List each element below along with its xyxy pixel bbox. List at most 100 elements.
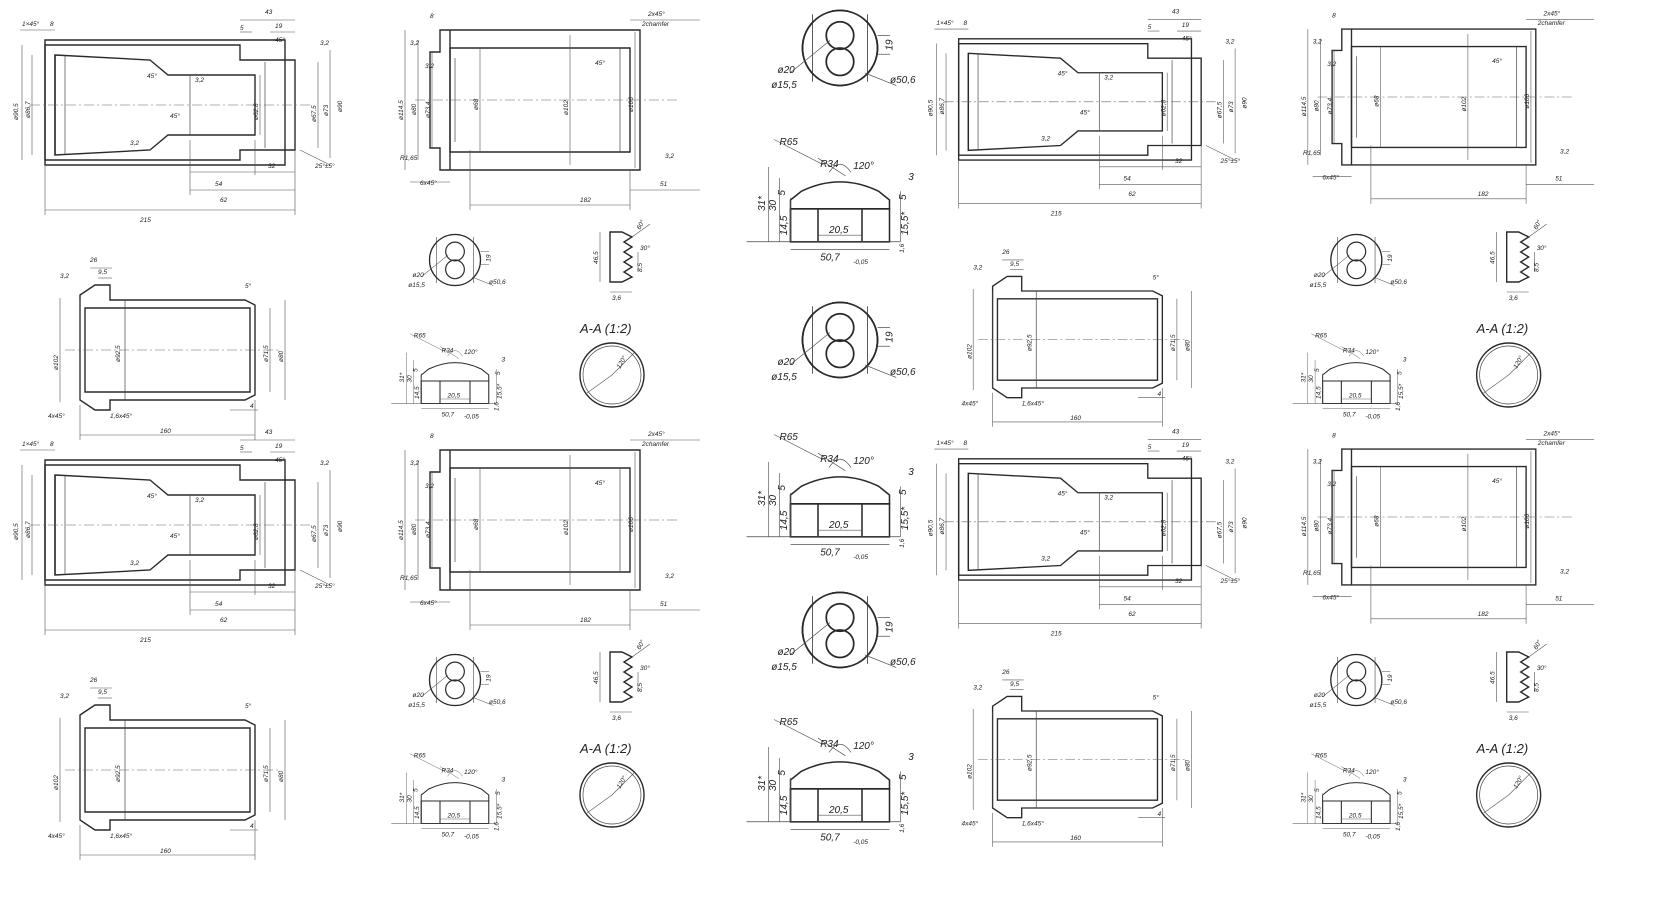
label-phi67_5: ø67,5	[311, 105, 318, 122]
roller-small-0	[390, 333, 497, 410]
label-d5: 5	[898, 194, 909, 200]
label-phi68: ø68	[1374, 515, 1381, 527]
label-phi92_5: ø92,5	[1026, 334, 1033, 351]
label-d30: 30	[768, 779, 779, 791]
label-d3_6: 3,6	[612, 715, 621, 722]
label-a60: 60°	[635, 638, 647, 651]
label-d20_5: 20,5	[1348, 813, 1362, 820]
label-a45: 45°	[147, 492, 157, 500]
label-phi90_5: ø90,5	[927, 99, 934, 116]
label-a120: 120°	[464, 768, 478, 776]
label-phi50_6: ø50,6	[489, 279, 506, 286]
label-phi86_7: ø86,7	[939, 97, 946, 114]
label-d26: 26	[1001, 669, 1010, 676]
label-phi62_8: ø62,8	[1160, 99, 1167, 116]
label-a60: 60°	[1532, 218, 1544, 231]
label-a30: 30°	[1537, 664, 1547, 672]
label-r65: R65	[780, 432, 799, 443]
label-d5: 5	[495, 371, 502, 375]
label-a45: 45°	[595, 479, 605, 487]
label-d62: 62	[220, 197, 228, 204]
section-title: A-A (1:2)	[579, 321, 632, 336]
label-chamfer_16: 1,6x45°	[110, 412, 133, 420]
label-r32: 3,2	[195, 77, 204, 84]
label-r32: 3,2	[1104, 75, 1113, 82]
label-d50_7: 50,7	[820, 548, 840, 559]
label-chamfer2: 2chamfer	[1537, 20, 1566, 27]
label-d62: 62	[1128, 191, 1136, 198]
label-r32: 3,2	[1560, 148, 1569, 155]
label-d31: 31*	[1300, 372, 1307, 382]
label-r1_6: 1,6	[494, 402, 501, 411]
label-d19: 19	[275, 23, 283, 30]
label-d31: 31*	[757, 195, 768, 211]
center-circle-1	[789, 301, 898, 379]
label-d19: 19	[486, 674, 493, 682]
label-chamfer_1x45: 1×45°	[936, 439, 954, 447]
label-chamfer_2x45: 2x45°	[647, 430, 665, 438]
label-phi71_5: ø71,5	[263, 345, 270, 362]
label-r1_65: R1,65	[400, 155, 418, 162]
label-d19: 19	[1182, 22, 1190, 29]
label-r32: 3,2	[1560, 568, 1569, 575]
label-tol50: -0,05	[853, 259, 868, 266]
label-d5: 5	[898, 489, 909, 495]
label-r32: 3,2	[130, 140, 139, 147]
label-d3_6: 3,6	[1509, 715, 1518, 722]
label-d15_5: 15,5*	[497, 383, 504, 399]
label-phi67_5: ø67,5	[1217, 521, 1224, 538]
label-d30: 30	[407, 375, 414, 383]
label-d3: 3	[1403, 777, 1407, 784]
thread-0	[599, 223, 651, 293]
label-d50_7: 50,7	[820, 833, 840, 844]
label-d160: 160	[160, 428, 171, 435]
label-d26: 26	[1001, 249, 1010, 256]
label-d32: 32	[268, 163, 276, 170]
flanged-tube-3	[1307, 438, 1595, 625]
center-roller-2	[745, 718, 902, 831]
label-d30: 30	[1308, 375, 1315, 383]
label-r1_65: R1,65	[400, 575, 418, 582]
label-r32: 3,2	[130, 560, 139, 567]
label-d20_5: 20,5	[828, 225, 849, 236]
label-r1_65: R1,65	[1303, 150, 1321, 157]
label-phi73_4: ø73,4	[425, 521, 432, 538]
label-phi71_5: ø71,5	[1170, 334, 1177, 351]
label-d9_5: 9,5	[1010, 261, 1019, 268]
label-phi71_5: ø71,5	[1170, 754, 1177, 771]
label-a30: 30°	[640, 244, 650, 252]
label-a120: 120°	[615, 354, 629, 370]
label-r32: 3,2	[410, 40, 419, 47]
label-a120: 120°	[853, 161, 874, 172]
section-title: A-A (1:2)	[1476, 741, 1529, 756]
label-phi50_6: ø50,6	[890, 75, 916, 86]
label-a45: 45°	[1058, 490, 1068, 498]
label-phi90_5: ø90,5	[927, 519, 934, 536]
label-r34: R34	[442, 348, 454, 355]
label-a30: 30°	[1537, 244, 1547, 252]
label-phi20: ø20	[413, 692, 425, 699]
label-d8_5: 8,5	[637, 683, 644, 692]
label-d5: 5	[240, 25, 244, 32]
label-d54: 54	[215, 601, 223, 608]
label-d14_5: 14,5	[779, 215, 790, 235]
label-d50_7: 50,7	[1343, 411, 1356, 418]
label-a60: 60°	[635, 218, 647, 231]
label-d3: 3	[1403, 357, 1407, 364]
label-chamfer_6x45: 6x45°	[420, 599, 437, 607]
label-d15_5: 15,5*	[497, 803, 504, 819]
label-d5: 5	[1396, 371, 1403, 375]
label-phi50_6: ø50,6	[1390, 699, 1407, 706]
label-d30: 30	[1308, 795, 1315, 803]
label-d14_5: 14,5	[414, 806, 421, 819]
label-phi90: ø90	[1242, 97, 1249, 109]
label-d182: 182	[1478, 611, 1489, 618]
label-phi90: ø90	[337, 520, 344, 532]
roller-small-2	[1292, 333, 1399, 410]
label-phi71_5: ø71,5	[263, 765, 270, 782]
label-r32: 3,2	[425, 63, 434, 70]
label-phi80: ø80	[1314, 520, 1321, 532]
label-r1_6: 1,6	[1395, 822, 1402, 831]
groove-circle-3	[1321, 653, 1396, 707]
label-a5: 5°	[1153, 693, 1160, 701]
